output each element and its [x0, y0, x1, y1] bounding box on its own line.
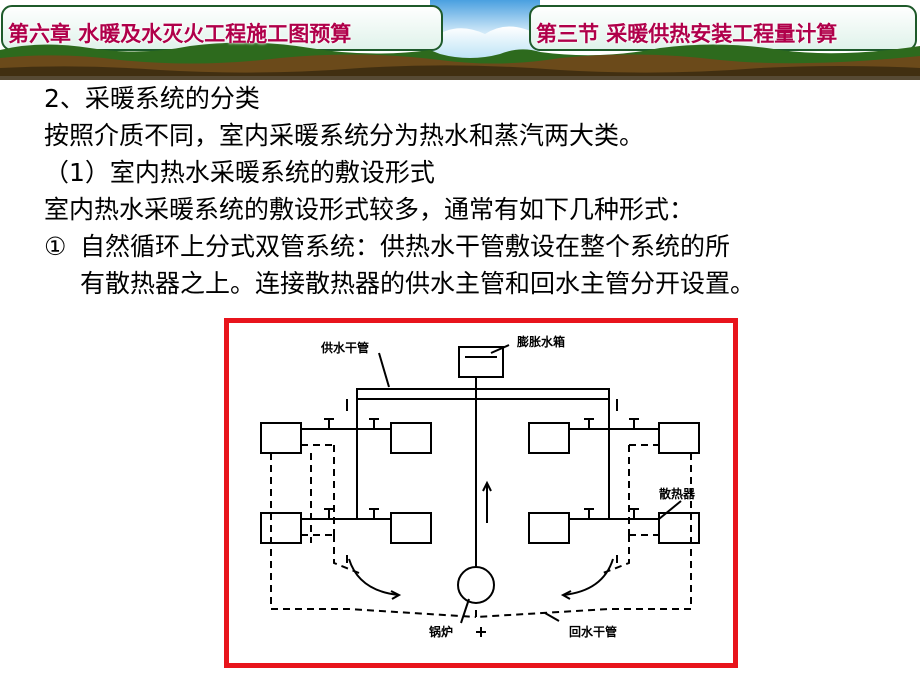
chapter-title: 第六章 水暖及水灭火工程施工图预算 — [8, 22, 352, 46]
piping-diagram — [260, 344, 700, 637]
label-expansion-tank: 膨胀水箱 — [517, 335, 566, 349]
paragraph-forms: 室内热水采暖系统的敷设形式较多，通常有如下几种形式： — [44, 195, 695, 224]
return-left-outer — [270, 453, 477, 618]
label-boiler: 锅炉 — [429, 625, 454, 639]
label-supply-main: 供水干管 — [321, 341, 370, 355]
content-text: 2、采暖系统的分类 按照介质不同，室内采暖系统分为热水和蒸汽两大类。 （1）室内… — [44, 80, 916, 302]
heading-classification: 2、采暖系统的分类 — [44, 84, 260, 113]
list-marker: ① — [44, 232, 67, 261]
header-banner: 第六章 水暖及水灭火工程施工图预算 第三节 采暖供热安装工程量计算 — [0, 0, 920, 80]
radiator-left-upper-inner — [390, 422, 432, 454]
radiator-left-lower-inner — [390, 512, 432, 544]
paragraph-medium: 按照介质不同，室内采暖系统分为热水和蒸汽两大类。 — [44, 121, 645, 150]
list-item-1-line1: 自然循环上分式双管系统：供热水干管敷设在整个系统的所 — [80, 232, 731, 261]
label-return-main: 回水干管 — [569, 625, 618, 639]
section-title: 第三节 采暖供热安装工程量计算 — [536, 22, 838, 46]
list-item-1: ① 自然循环上分式双管系统：供热水干管敷设在整个系统的所 — [44, 228, 916, 265]
subheading-hot-water: （1）室内热水采暖系统的敷设形式 — [44, 158, 435, 187]
radiator-right-lower-inner — [528, 512, 570, 544]
list-item-1-line2: 有散热器之上。连接散热器的供水主管和回水主管分开设置。 — [80, 269, 756, 298]
header-banner-graphic — [0, 0, 920, 80]
return-right-outer — [475, 453, 692, 618]
label-radiator: 散热器 — [659, 487, 696, 501]
system-diagram: 供水干管 膨胀水箱 散热器 锅炉 回水干管 — [224, 318, 738, 668]
radiator-right-upper-inner — [528, 422, 570, 454]
boiler — [457, 566, 495, 604]
radiator-right-lower-outer — [658, 512, 700, 544]
radiator-right-upper-outer — [658, 422, 700, 454]
radiator-left-upper-outer — [260, 422, 302, 454]
radiator-left-lower-outer — [260, 512, 302, 544]
